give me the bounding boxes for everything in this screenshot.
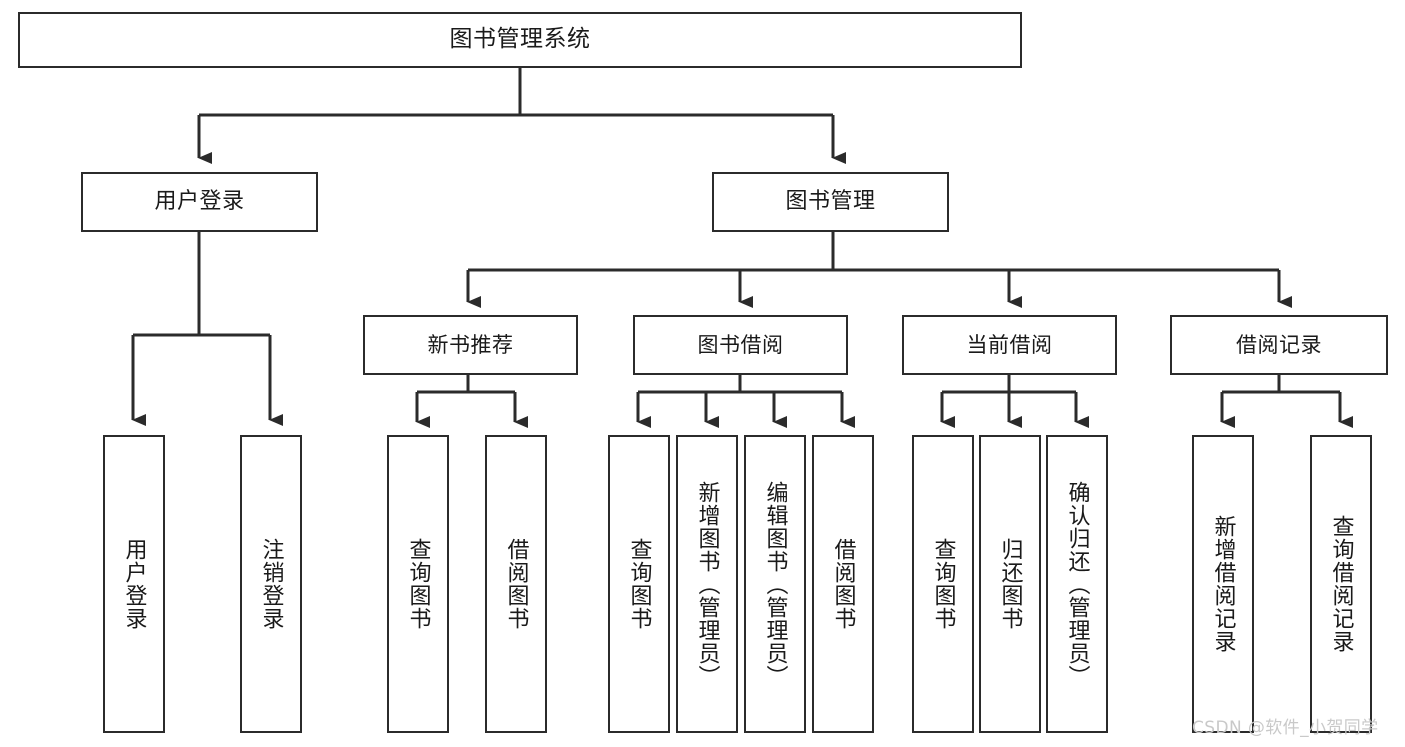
leaf-book-borrow-borrow-book[interactable]: 借阅图书 — [812, 435, 874, 733]
node-book-management[interactable]: 图书管理 — [712, 172, 949, 232]
node-label: 图书管理 — [785, 189, 876, 215]
node-label: 查询图书 — [405, 538, 431, 630]
leaf-new-book-borrow-book[interactable]: 借阅图书 — [485, 435, 547, 733]
leaf-borrow-record-add-record[interactable]: 新增借阅记录 — [1192, 435, 1254, 733]
node-label: 编辑图书（管理员） — [762, 480, 788, 688]
node-label: 用户登录 — [154, 189, 245, 215]
leaf-user-login-logout[interactable]: 注销登录 — [240, 435, 302, 733]
leaf-user-login-login[interactable]: 用户登录 — [103, 435, 165, 733]
node-label: 当前借阅 — [966, 332, 1053, 357]
node-label: 注销登录 — [258, 538, 284, 630]
node-label: 查询借阅记录 — [1328, 515, 1354, 653]
node-new-book-recommend[interactable]: 新书推荐 — [363, 315, 578, 375]
node-label: 确认归还（管理员） — [1064, 480, 1090, 688]
node-book-borrow[interactable]: 图书借阅 — [633, 315, 848, 375]
node-label: 查询图书 — [626, 538, 652, 630]
leaf-book-borrow-add-book-admin[interactable]: 新增图书（管理员） — [676, 435, 738, 733]
leaf-book-borrow-edit-book-admin[interactable]: 编辑图书（管理员） — [744, 435, 806, 733]
node-label: 查询图书 — [930, 538, 956, 630]
leaf-new-book-query-book[interactable]: 查询图书 — [387, 435, 449, 733]
leaf-borrow-record-query-record[interactable]: 查询借阅记录 — [1310, 435, 1372, 733]
leaf-current-borrow-confirm-return-admin[interactable]: 确认归还（管理员） — [1046, 435, 1108, 733]
leaf-current-borrow-query-book[interactable]: 查询图书 — [912, 435, 974, 733]
node-user-login[interactable]: 用户登录 — [81, 172, 318, 232]
leaf-current-borrow-return-book[interactable]: 归还图书 — [979, 435, 1041, 733]
node-label: 图书管理系统 — [449, 26, 591, 53]
node-label: 图书借阅 — [697, 332, 784, 357]
node-root-book-management-system[interactable]: 图书管理系统 — [18, 12, 1022, 68]
node-label: 借阅图书 — [830, 538, 856, 630]
node-current-borrow[interactable]: 当前借阅 — [902, 315, 1117, 375]
node-label: 新书推荐 — [427, 332, 514, 357]
leaf-book-borrow-query-book[interactable]: 查询图书 — [608, 435, 670, 733]
node-borrow-record[interactable]: 借阅记录 — [1170, 315, 1388, 375]
node-label: 归还图书 — [997, 538, 1023, 630]
node-label: 新增借阅记录 — [1210, 515, 1236, 653]
node-label: 用户登录 — [121, 538, 147, 630]
node-label: 新增图书（管理员） — [694, 480, 720, 688]
csdn-watermark: CSDN @软件_小贺同学 — [1192, 718, 1379, 738]
node-label: 借阅记录 — [1236, 332, 1322, 357]
node-label: 借阅图书 — [503, 538, 529, 630]
